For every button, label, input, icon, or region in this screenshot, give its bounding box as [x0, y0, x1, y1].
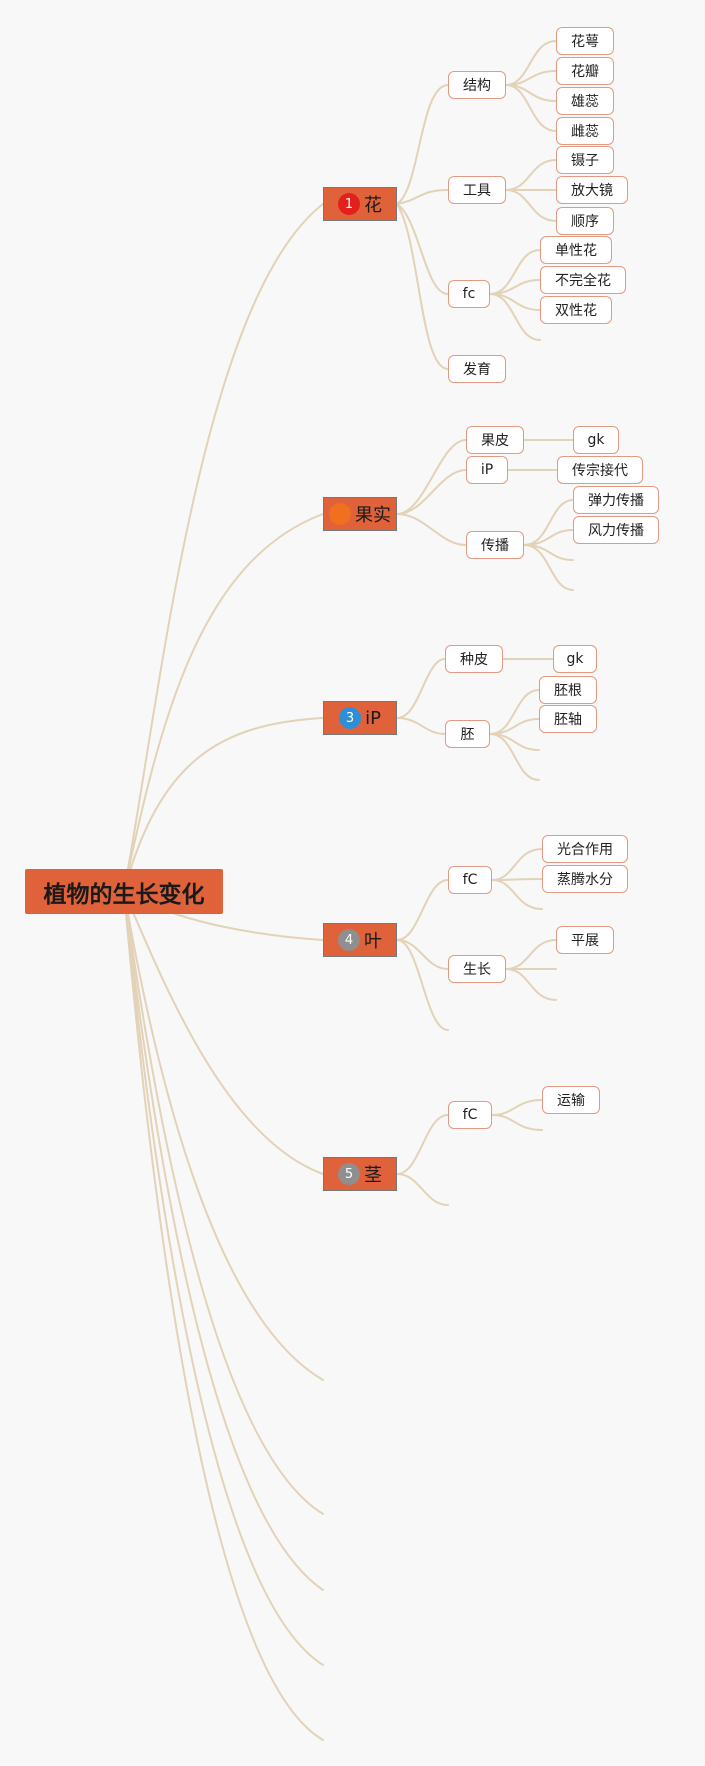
connector	[523, 544, 574, 591]
number-marker-icon: 4	[338, 929, 360, 951]
connector	[505, 159, 557, 191]
leaf-node[interactable]: 顺序	[556, 207, 614, 235]
connector	[396, 469, 467, 515]
connector	[396, 84, 449, 205]
leaf-node[interactable]: 镊子	[556, 146, 614, 174]
branch-label: 叶	[364, 931, 382, 952]
connector	[396, 939, 449, 970]
connector	[123, 890, 324, 1741]
number-marker-icon: 3	[339, 707, 362, 729]
node-ip[interactable]: iP	[466, 456, 508, 484]
node-fc[interactable]: fC	[448, 866, 492, 894]
branch-seed[interactable]: 3 iP	[323, 701, 397, 735]
branch-label: iP	[365, 707, 381, 729]
branch-label: 花	[364, 195, 382, 216]
number-marker-icon: 1	[338, 193, 360, 215]
connector	[505, 189, 557, 222]
connector	[123, 513, 324, 892]
connector	[491, 878, 543, 881]
node-peel[interactable]: 果皮	[466, 426, 524, 454]
leaf-node[interactable]: gk	[553, 645, 597, 673]
leaf-node[interactable]: gk	[573, 426, 619, 454]
node-tools[interactable]: 工具	[448, 176, 506, 204]
leaf-node[interactable]: 放大镜	[556, 176, 628, 204]
node-spread[interactable]: 传播	[466, 531, 524, 559]
node-seed-coat[interactable]: 种皮	[445, 645, 503, 673]
leaf-node[interactable]: 不完全花	[540, 266, 626, 294]
connector	[505, 84, 557, 132]
leaf-node[interactable]: 雌蕊	[556, 117, 614, 145]
leaf-node[interactable]: 胚轴	[539, 705, 597, 733]
priority-marker-icon	[329, 503, 351, 525]
connector	[396, 939, 449, 1031]
branch-label: 茎	[364, 1165, 382, 1186]
connector	[396, 658, 446, 719]
connector	[491, 1114, 543, 1131]
connector	[396, 513, 467, 546]
leaf-node[interactable]: 风力传播	[573, 516, 659, 544]
root-topic[interactable]: 植物的生长变化	[25, 869, 223, 914]
leaf-node[interactable]: 花瓣	[556, 57, 614, 85]
connector	[396, 1114, 449, 1175]
connector	[396, 189, 449, 205]
connector	[123, 890, 324, 1591]
node-embryo[interactable]: 胚	[445, 720, 490, 748]
branch-flower[interactable]: 1 花	[323, 187, 397, 221]
connector	[505, 939, 557, 970]
node-development[interactable]: 发育	[448, 355, 506, 383]
connector	[123, 890, 324, 1175]
connector	[123, 890, 324, 1381]
number-marker-icon: 5	[338, 1163, 360, 1185]
node-fc[interactable]: fc	[448, 280, 490, 308]
connector	[491, 1099, 543, 1116]
connector	[396, 717, 446, 735]
connector	[123, 890, 324, 1666]
connector	[123, 890, 324, 1515]
connector	[396, 439, 467, 515]
node-fc[interactable]: fC	[448, 1101, 492, 1129]
leaf-node[interactable]: 花萼	[556, 27, 614, 55]
branch-fruit[interactable]: 果实	[323, 497, 397, 531]
connector	[123, 717, 324, 892]
connector	[396, 879, 449, 941]
node-growth[interactable]: 生长	[448, 955, 506, 983]
leaf-node[interactable]: 传宗接代	[557, 456, 643, 484]
leaf-node[interactable]: 蒸腾水分	[542, 865, 628, 893]
connector	[123, 203, 324, 892]
leaf-node[interactable]: 胚根	[539, 676, 597, 704]
leaf-node[interactable]: 平展	[556, 926, 614, 954]
leaf-node[interactable]: 弹力传播	[573, 486, 659, 514]
branch-stem[interactable]: 5 茎	[323, 1157, 397, 1191]
leaf-node[interactable]: 单性花	[540, 236, 612, 264]
connector	[491, 848, 543, 881]
leaf-node[interactable]: 运输	[542, 1086, 600, 1114]
leaf-node[interactable]: 雄蕊	[556, 87, 614, 115]
connector	[505, 968, 557, 1001]
connector	[489, 293, 541, 341]
connector	[396, 203, 449, 295]
connector	[489, 733, 540, 781]
leaf-node[interactable]: 光合作用	[542, 835, 628, 863]
branch-label: 果实	[355, 505, 391, 526]
connector	[396, 1173, 449, 1206]
connector	[396, 203, 449, 370]
connector	[491, 879, 543, 910]
branch-leaf[interactable]: 4 叶	[323, 923, 397, 957]
node-structure[interactable]: 结构	[448, 71, 506, 99]
leaf-node[interactable]: 双性花	[540, 296, 612, 324]
